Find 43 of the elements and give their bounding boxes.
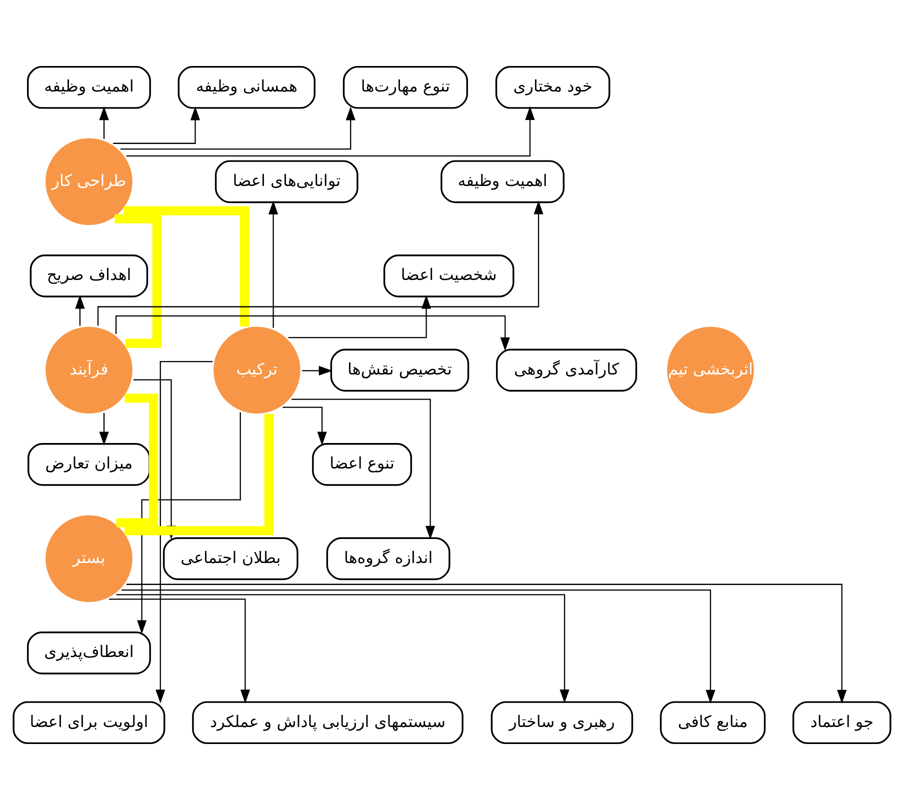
node-box: همسانی وظیفه [177, 65, 315, 108]
connector [114, 214, 162, 348]
arrow [120, 106, 355, 150]
node-box: جو اعتماد [792, 700, 891, 744]
node-box: اولویت برای اعضا [12, 700, 165, 744]
arrow [126, 106, 534, 156]
node-box: تنوع اعضا [312, 442, 412, 486]
arrow [98, 106, 108, 138]
node-box: سیستمهای ارزیابی پاداش و عملکرد [192, 700, 463, 744]
node-box: توانایی‌های اعضا [214, 160, 358, 203]
node-box: رهبری و ساختار [490, 700, 633, 744]
node-box: کارآمدی گروهی [495, 348, 637, 392]
connector [116, 393, 158, 527]
arrow [126, 583, 846, 704]
node-box: اهداف صریح [29, 254, 148, 297]
node-box: خود مختاری [494, 65, 610, 108]
node-box: اهمیت وظیفه [440, 160, 564, 203]
node-box: تخصیص نقش‌ها [330, 348, 469, 392]
node-box: شخصیت اعضا [382, 254, 514, 297]
arrow [282, 406, 326, 446]
arrow [288, 294, 431, 338]
arrow [114, 314, 510, 351]
arrow [155, 360, 212, 703]
node-box: اهمیت وظیفه [26, 65, 150, 108]
arrow [98, 412, 108, 445]
arrow [116, 594, 569, 703]
node-box: انعطاف‌پذیری [26, 631, 150, 674]
node-box: اندازه گروه‌ها [326, 536, 450, 580]
connector [124, 414, 273, 535]
arrow [291, 398, 435, 540]
arrow [112, 106, 200, 144]
arrow [96, 200, 543, 326]
node-box: بطلان اجتماعی [162, 536, 298, 580]
arrow [136, 412, 240, 634]
arrow [268, 200, 278, 328]
node-box: میزان تعارض [27, 442, 150, 486]
arrow [108, 598, 250, 703]
arrow [121, 589, 715, 704]
node-box: منابع کافی [659, 700, 766, 744]
connector [123, 206, 249, 326]
arrow [302, 365, 332, 376]
node-box: تنوع مهارت‌ها [342, 65, 468, 108]
arrow [74, 294, 84, 326]
